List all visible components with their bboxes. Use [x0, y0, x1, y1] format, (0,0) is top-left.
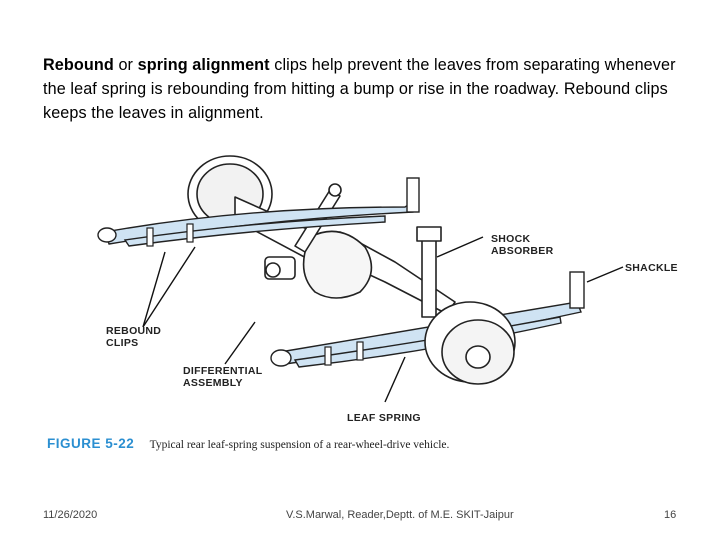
right-brake-drum — [424, 301, 516, 385]
label-shock-absorber: SHOCK ABSORBER — [491, 233, 554, 257]
para-connector: or — [113, 56, 138, 74]
leaf-spring-suspension-illustration — [97, 155, 624, 403]
label-differential-assembly: DIFFERENTIAL ASSEMBLY — [183, 365, 263, 389]
footer-date: 11/26/2020 — [43, 509, 98, 521]
term-rebound: Rebound — [43, 56, 114, 74]
footer-page-number: 16 — [664, 509, 677, 521]
upper-leaf-spring — [97, 177, 420, 247]
label-shackle: SHACKLE — [625, 262, 678, 274]
figure-caption: FIGURE 5-22 Typical rear leaf-spring sus… — [47, 436, 449, 451]
footer-author: V.S.Marwal, Reader,Deptt. of M.E. SKIT-J… — [286, 509, 514, 521]
caption-number: FIGURE 5-22 — [47, 436, 135, 451]
para-body: clips help prevent the leaves from separ… — [43, 56, 676, 122]
caption-text: Typical rear leaf-spring suspension of a… — [149, 439, 450, 451]
rebound-clips — [146, 223, 364, 366]
differential-housing — [302, 230, 373, 299]
shock-absorber-right — [421, 236, 437, 318]
term-spring-alignment: spring alignment — [137, 56, 270, 74]
label-rebound-clips: REBOUND CLIPS — [106, 325, 162, 349]
body-paragraph: Rebound or spring alignment clips help p… — [43, 53, 693, 125]
leader-lines — [142, 236, 624, 403]
label-leaf-spring: LEAF SPRING — [347, 412, 421, 424]
